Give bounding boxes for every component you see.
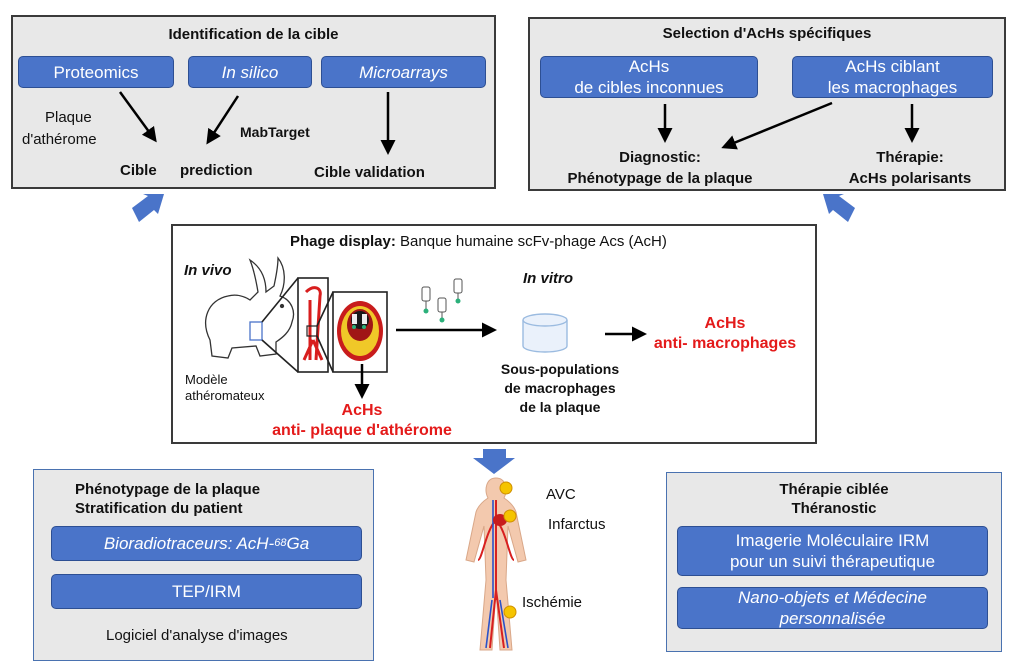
achs-selection-panel (528, 17, 1006, 191)
achs-macro-line2: anti- macrophages (653, 335, 797, 352)
therapie-label: Thérapie: (876, 149, 944, 166)
subpop-line1: Sous-populations (500, 361, 620, 377)
ischemie-label: Ischémie (522, 594, 583, 611)
achs-unknown-line2: de cibles inconnues (574, 78, 724, 97)
tep-irm-button[interactable]: TEP/IRM (51, 574, 362, 609)
in-vivo-label: In vivo (184, 262, 232, 279)
achs-macro-line2: les macrophages (827, 78, 958, 97)
irm-line2: pour un suivi thérapeutique (729, 552, 936, 571)
in-silico-button[interactable]: In silico (188, 56, 312, 88)
arrow-macro-to-diagnostic (721, 101, 833, 150)
mabtarget-label: MabTarget (240, 124, 310, 140)
subpop-line2: de macrophages (504, 380, 616, 396)
vessel-zoom-frame (261, 277, 329, 373)
achs-macro-line1: AcHs (704, 315, 746, 332)
phenotypage-panel (33, 469, 374, 661)
target-identification-panel (11, 15, 496, 189)
achs-macrophages-button[interactable]: AcHs ciblant les macrophages (792, 56, 993, 98)
prediction-label: prediction (180, 162, 253, 179)
target-identification-title: Identification de la cible (168, 26, 339, 43)
bio-text-post: Ga (286, 534, 310, 553)
achs-unknown-targets-button[interactable]: AcHs de cibles inconnues (540, 56, 758, 98)
microarrays-button[interactable]: Microarrays (321, 56, 486, 88)
cible-label: Cible (120, 162, 157, 179)
avc-label: AVC (546, 486, 576, 503)
nano-objets-button[interactable]: Nano-objets et Médecine personnalisée (677, 587, 988, 629)
human-body-icon (465, 477, 527, 651)
phenotypage-title-line2: Stratification du patient (75, 500, 243, 517)
bio-superscript: 68 (274, 537, 287, 549)
cible-validation-label: Cible validation (314, 164, 425, 181)
arrow-proteomics-to-cible (118, 91, 157, 143)
blue-arrow-up-left (132, 194, 164, 222)
nano-line1: Nano-objets et Médecine (737, 588, 927, 607)
imagerie-irm-button[interactable]: Imagerie Moléculaire IRM pour un suivi t… (677, 526, 988, 576)
software-label: Logiciel d'analyse d'images (106, 627, 288, 644)
achs-polarisants-label: AcHs polarisants (848, 170, 972, 187)
plaque-cross-section (337, 301, 383, 361)
ischemie-burst-icon (503, 605, 517, 619)
arrow-insilico-to-prediction (206, 95, 240, 145)
phage-display-title: Phage display: Banque humaine scFv-phage… (290, 233, 667, 250)
aorta-zoom-box (306, 325, 318, 337)
plaque-label: Plaque (45, 109, 92, 126)
infarctus-label: Infarctus (548, 516, 606, 533)
therapie-title-line2: Théranostic (791, 500, 877, 517)
achs-plaque-line1: AcHs (341, 402, 383, 419)
plaque-cross-section-frame (316, 291, 388, 373)
achs-unknown-line1: AcHs (628, 57, 670, 76)
phage-display-title-rest: Banque humaine scFv-phage Acs (AcH) (395, 233, 667, 250)
phage-particles-icon (421, 278, 463, 323)
culture-dish-icon (522, 313, 568, 353)
infarctus-burst-icon (503, 509, 517, 523)
model-label-line1: Modèle (185, 372, 228, 387)
irm-line1: Imagerie Moléculaire IRM (735, 531, 930, 550)
phenotypage-label: Phénotypage de la plaque (567, 170, 753, 187)
therapie-title-line1: Thérapie ciblée (779, 481, 889, 498)
blue-arrow-down (473, 449, 515, 474)
achs-plaque-line2: anti- plaque d'athérome (272, 422, 452, 439)
nano-line2: personnalisée (779, 609, 886, 628)
diagnostic-label: Diagnostic: (619, 149, 701, 166)
aorta-drawing (302, 286, 324, 361)
bio-text: Bioradiotraceurs: AcH- (103, 534, 275, 553)
atherome-label: d'athérome (22, 131, 97, 148)
bioradiotraceurs-button[interactable]: Bioradiotraceurs: AcH-68 Ga (51, 526, 362, 561)
proteomics-button[interactable]: Proteomics (18, 56, 174, 88)
blue-arrow-up-right (823, 194, 855, 222)
rabbit-illustration (205, 256, 295, 359)
achs-selection-title: Selection d'AcHs spécifiques (662, 25, 872, 42)
subpop-line3: de la plaque (519, 399, 601, 415)
phage-display-title-bold: Phage display: (290, 233, 396, 250)
phenotypage-title-line1: Phénotypage de la plaque (75, 481, 261, 498)
in-vitro-label: In vitro (523, 270, 574, 287)
model-label-line2: athéromateux (185, 388, 265, 403)
avc-burst-icon (499, 481, 513, 495)
achs-macro-line1: AcHs ciblant (845, 57, 940, 76)
